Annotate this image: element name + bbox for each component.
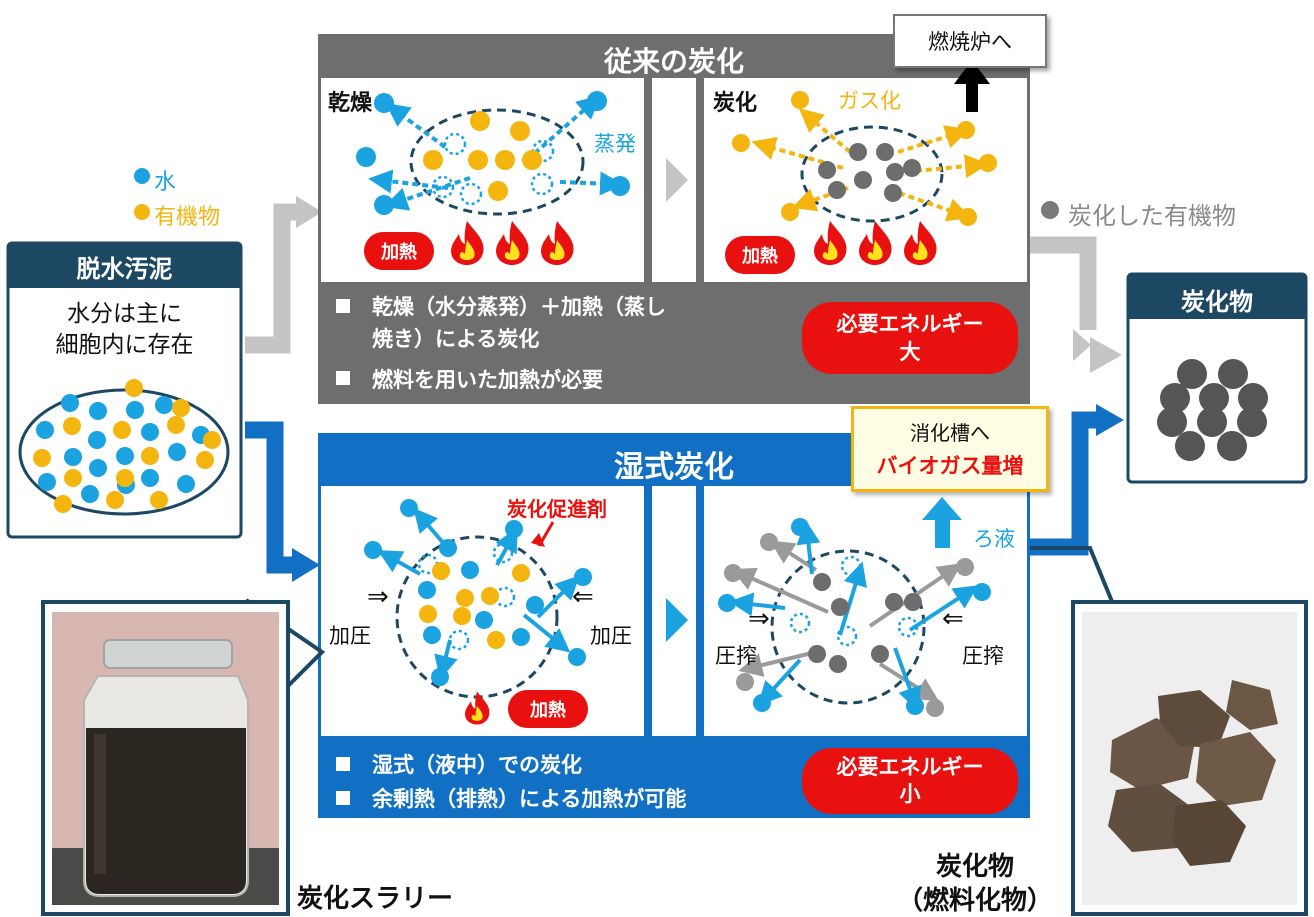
up-arrow-icon [954,60,990,112]
sludge-box-title: 脱水汚泥 [76,255,173,283]
legend-carbonized-label: 炭化した有機物 [1068,202,1236,230]
conventional-bullet1-line1: 乾燥（水分蒸発）＋加熱（蒸し [372,295,666,319]
digester-line2: バイオガス量増 [876,454,1024,478]
squeeze-left-symbol: ⇐ [942,604,964,634]
squeeze-label-left: 圧搾 [715,644,757,668]
heat-badge: 加熱 [508,690,588,728]
filtrate-arrow-icon [922,497,962,548]
bullet-square [336,791,350,805]
bullet-square [336,371,350,385]
fuel-chunks-image [1082,612,1297,905]
conventional-bullet2: 燃料を用いた加熱が必要 [372,368,603,392]
filtrate-label: ろ液 [973,527,1015,551]
digester-box: 消化槽へ バイオガス量増 [851,406,1049,492]
to-incinerator-box: 燃焼炉へ [893,14,1047,68]
wet-title: 湿式炭化 [614,450,734,485]
digester-line1: 消化槽へ [910,421,990,445]
flow-arrow-lower [245,421,320,582]
flow-arrow-to-product-gray [1030,236,1122,373]
evaporation-label: 蒸発 [594,132,636,156]
flow-arrow-upper [245,196,322,354]
carbonized-dot-icon [1041,201,1059,219]
slurry-jar-image [52,612,279,905]
gasification-label: ガス化 [838,89,901,113]
slurry-caption: 炭化スラリー [297,884,454,914]
pressure-label-left: 加圧 [329,624,371,648]
squeeze-label-right: 圧搾 [962,644,1004,668]
press-left-symbol: ⇐ [572,582,594,612]
sludge-box-line2: 細胞内に存在 [55,332,194,358]
energy-large-badge: 必要エネルギー大 [802,302,1018,374]
energy-small-badge: 必要エネルギー小 [802,748,1018,814]
product-box-title: 炭化物 [1181,288,1253,316]
heat-badge: 加熱 [725,236,795,274]
legend-organic-label: 有機物 [154,205,221,230]
fuel-caption-line2: （燃料化物） [896,886,1053,916]
press-right-symbol: ⇒ [367,582,389,612]
conventional-title: 従来の炭化 [603,45,744,78]
step-arrow-icon [666,158,688,202]
squeeze-right-symbol: ⇒ [748,604,770,634]
water-dot-icon [134,168,150,184]
bullet-square [336,299,350,313]
sludge-box-line1: 水分は主に [67,301,182,327]
pressure-label-right: 加圧 [590,624,632,648]
fuel-caption-line1: 炭化物 [935,852,1014,882]
bullet-square [336,757,350,771]
promoter-label: 炭化促進剤 [507,497,607,521]
heat-badge: 加熱 [364,232,434,270]
carbonization-label: 炭化 [713,91,758,116]
conventional-bullet1-line2: 焼き）による炭化 [372,327,540,351]
step-arrow-icon [666,598,688,642]
organic-dot-icon [134,204,150,220]
legend-water-label: 水 [154,170,177,195]
drying-label: 乾燥 [328,91,373,116]
wet-bullet2: 余剰熱（排熱）による加熱が可能 [372,787,687,811]
wet-bullet1: 湿式（液中）での炭化 [372,753,582,777]
